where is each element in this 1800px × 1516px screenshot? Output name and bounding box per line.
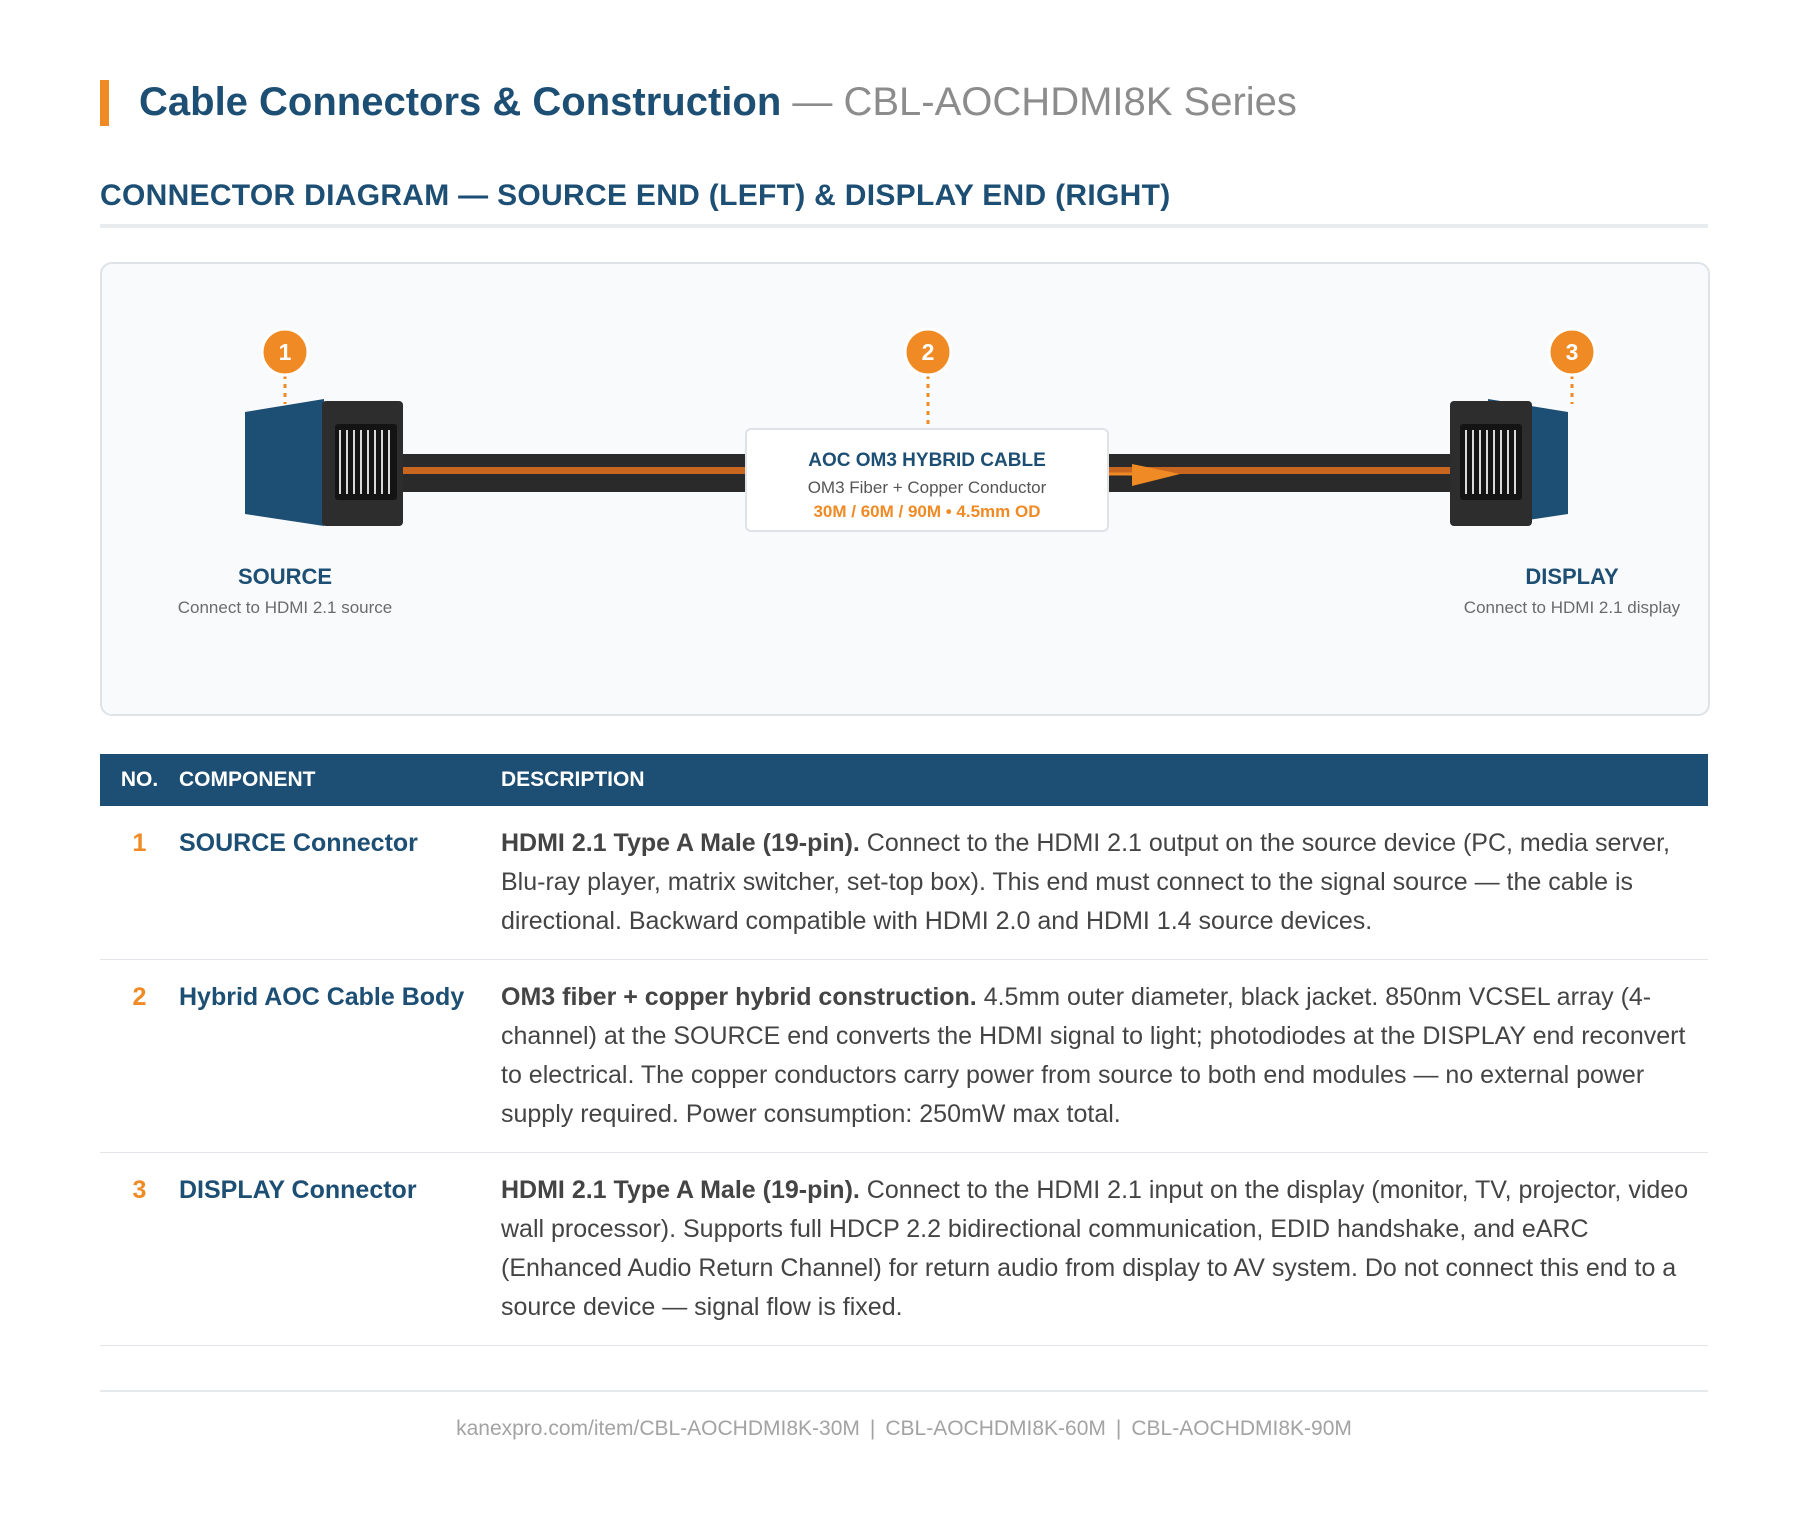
callout-1: 1 [260,327,310,377]
display-connector [1450,399,1568,526]
callout-2-number: 2 [922,339,935,365]
cable-title: AOC OM3 HYBRID CABLE [808,450,1046,471]
row-description: HDMI 2.1 Type A Male (19-pin). Connect t… [501,806,1708,960]
column-header-description: DESCRIPTION [501,754,1708,806]
row-description-lead: HDMI 2.1 Type A Male (19-pin). [501,1176,860,1204]
callout-1-number: 1 [279,339,292,365]
cable-options: 30M / 60M / 90M • 4.5mm OD [813,502,1041,521]
column-header-component: COMPONENT [179,754,501,806]
table-header-row: NO. COMPONENT DESCRIPTION [100,754,1708,806]
display-label: DISPLAY Connect to HDMI 2.1 display [1392,564,1752,618]
section-heading: CONNECTOR DIAGRAM — SOURCE END (LEFT) & … [100,178,1708,228]
footer-separator: | [869,1417,876,1440]
cable-info-box: AOC OM3 HYBRID CABLE OM3 Fiber + Copper … [745,428,1109,532]
footer-divider [100,1390,1708,1392]
table-row: 3 DISPLAY Connector HDMI 2.1 Type A Male… [100,1152,1708,1346]
connector-diagram: 1 2 3 AOC OM3 HYBRID CABLE OM3 Fiber + C… [100,262,1710,716]
source-label-title: SOURCE [237,564,333,589]
source-label: SOURCE Connect to HDMI 2.1 source [105,564,465,618]
footer-separator: | [1115,1417,1122,1440]
page-title-main: Cable Connectors & Construction [139,80,782,124]
source-label-subtitle: Connect to HDMI 2.1 source [177,598,393,617]
callout-3: 3 [1547,327,1597,377]
row-number: 1 [100,806,179,960]
title-accent-bar [100,80,109,126]
table-row: 2 Hybrid AOC Cable Body OM3 fiber + copp… [100,959,1708,1153]
page-title: Cable Connectors & Construction — CBL-AO… [139,78,1297,126]
row-description-body: Connect to the HDMI 2.1 input on the dis… [501,1176,1689,1321]
footer-link-60m[interactable]: CBL-AOCHDMI8K-60M [885,1417,1106,1440]
fiber-stripe-left [352,467,747,474]
callout-3-number: 3 [1566,339,1579,365]
footer-link-90m[interactable]: CBL-AOCHDMI8K-90M [1131,1417,1352,1440]
row-number: 2 [100,959,179,1153]
diagram-graphic: 1 2 3 [245,327,1597,526]
display-label-subtitle: Connect to HDMI 2.1 display [1463,598,1681,617]
cable-subtitle: OM3 Fiber + Copper Conductor [807,478,1047,497]
callout-2: 2 [903,327,953,377]
component-table: NO. COMPONENT DESCRIPTION 1 SOURCE Conne… [100,754,1708,1346]
row-description-lead: HDMI 2.1 Type A Male (19-pin). [501,829,860,857]
row-description-body: Connect to the HDMI 2.1 output on the so… [501,829,1670,935]
row-description-lead: OM3 fiber + copper hybrid construction. [501,983,977,1011]
fiber-stripe-right [1105,467,1464,474]
footer-link-30m[interactable]: kanexpro.com/item/CBL-AOCHDMI8K-30M [456,1417,860,1440]
footer: kanexpro.com/item/CBL-AOCHDMI8K-30M | CBL-… [100,1416,1708,1442]
source-connector [245,399,403,526]
row-component: Hybrid AOC Cable Body [179,959,501,1153]
display-label-title: DISPLAY [1525,564,1619,589]
row-description: HDMI 2.1 Type A Male (19-pin). Connect t… [501,1152,1708,1346]
column-header-no: NO. [100,754,179,806]
row-component: SOURCE Connector [179,806,501,960]
row-component: DISPLAY Connector [179,1152,501,1346]
row-number: 3 [100,1152,179,1346]
table-row: 1 SOURCE Connector HDMI 2.1 Type A Male … [100,806,1708,960]
page-title-sub: — CBL-AOCHDMI8K Series [781,80,1297,124]
row-description: OM3 fiber + copper hybrid construction. … [501,959,1708,1153]
row-description-body: 4.5mm outer diameter, black jacket. 850n… [501,983,1686,1128]
